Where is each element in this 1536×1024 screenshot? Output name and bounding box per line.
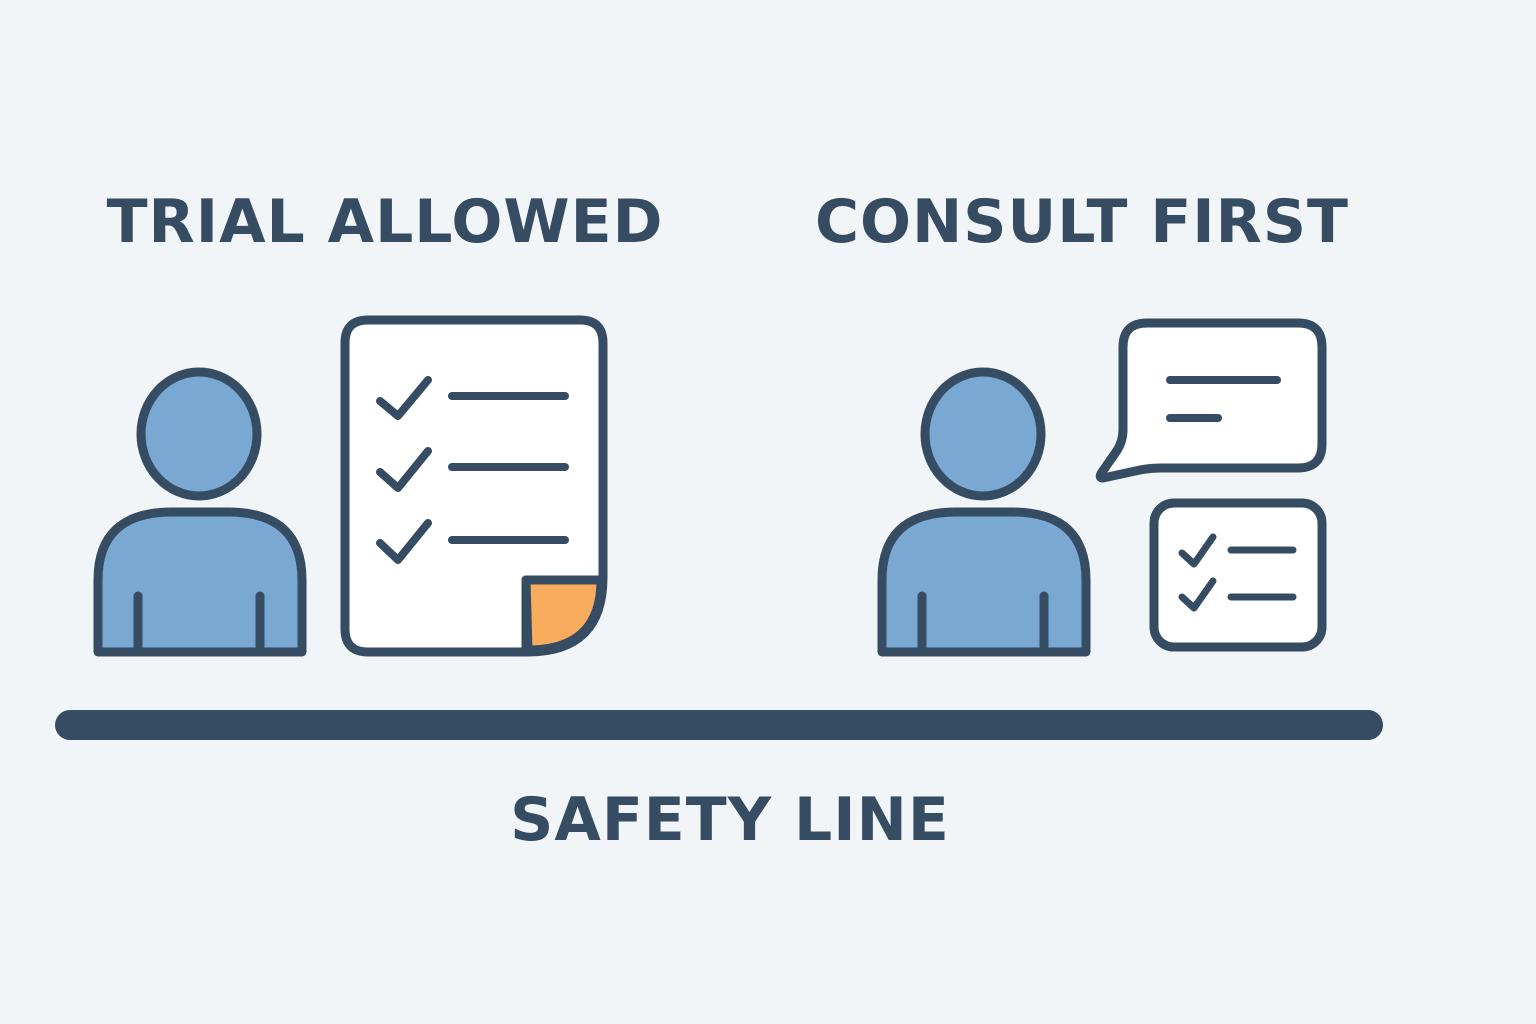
- safety-line-label: SAFETY LINE: [510, 785, 950, 855]
- checklist-card-icon: [1149, 498, 1327, 652]
- person-icon-right: [877, 367, 1091, 657]
- consult-first-heading: CONSULT FIRST: [815, 187, 1349, 257]
- trial-allowed-heading: TRIAL ALLOWED: [106, 187, 664, 257]
- checklist-document-icon: [340, 315, 608, 657]
- speech-bubble-icon: [1095, 318, 1327, 483]
- person-icon-left: [93, 367, 307, 657]
